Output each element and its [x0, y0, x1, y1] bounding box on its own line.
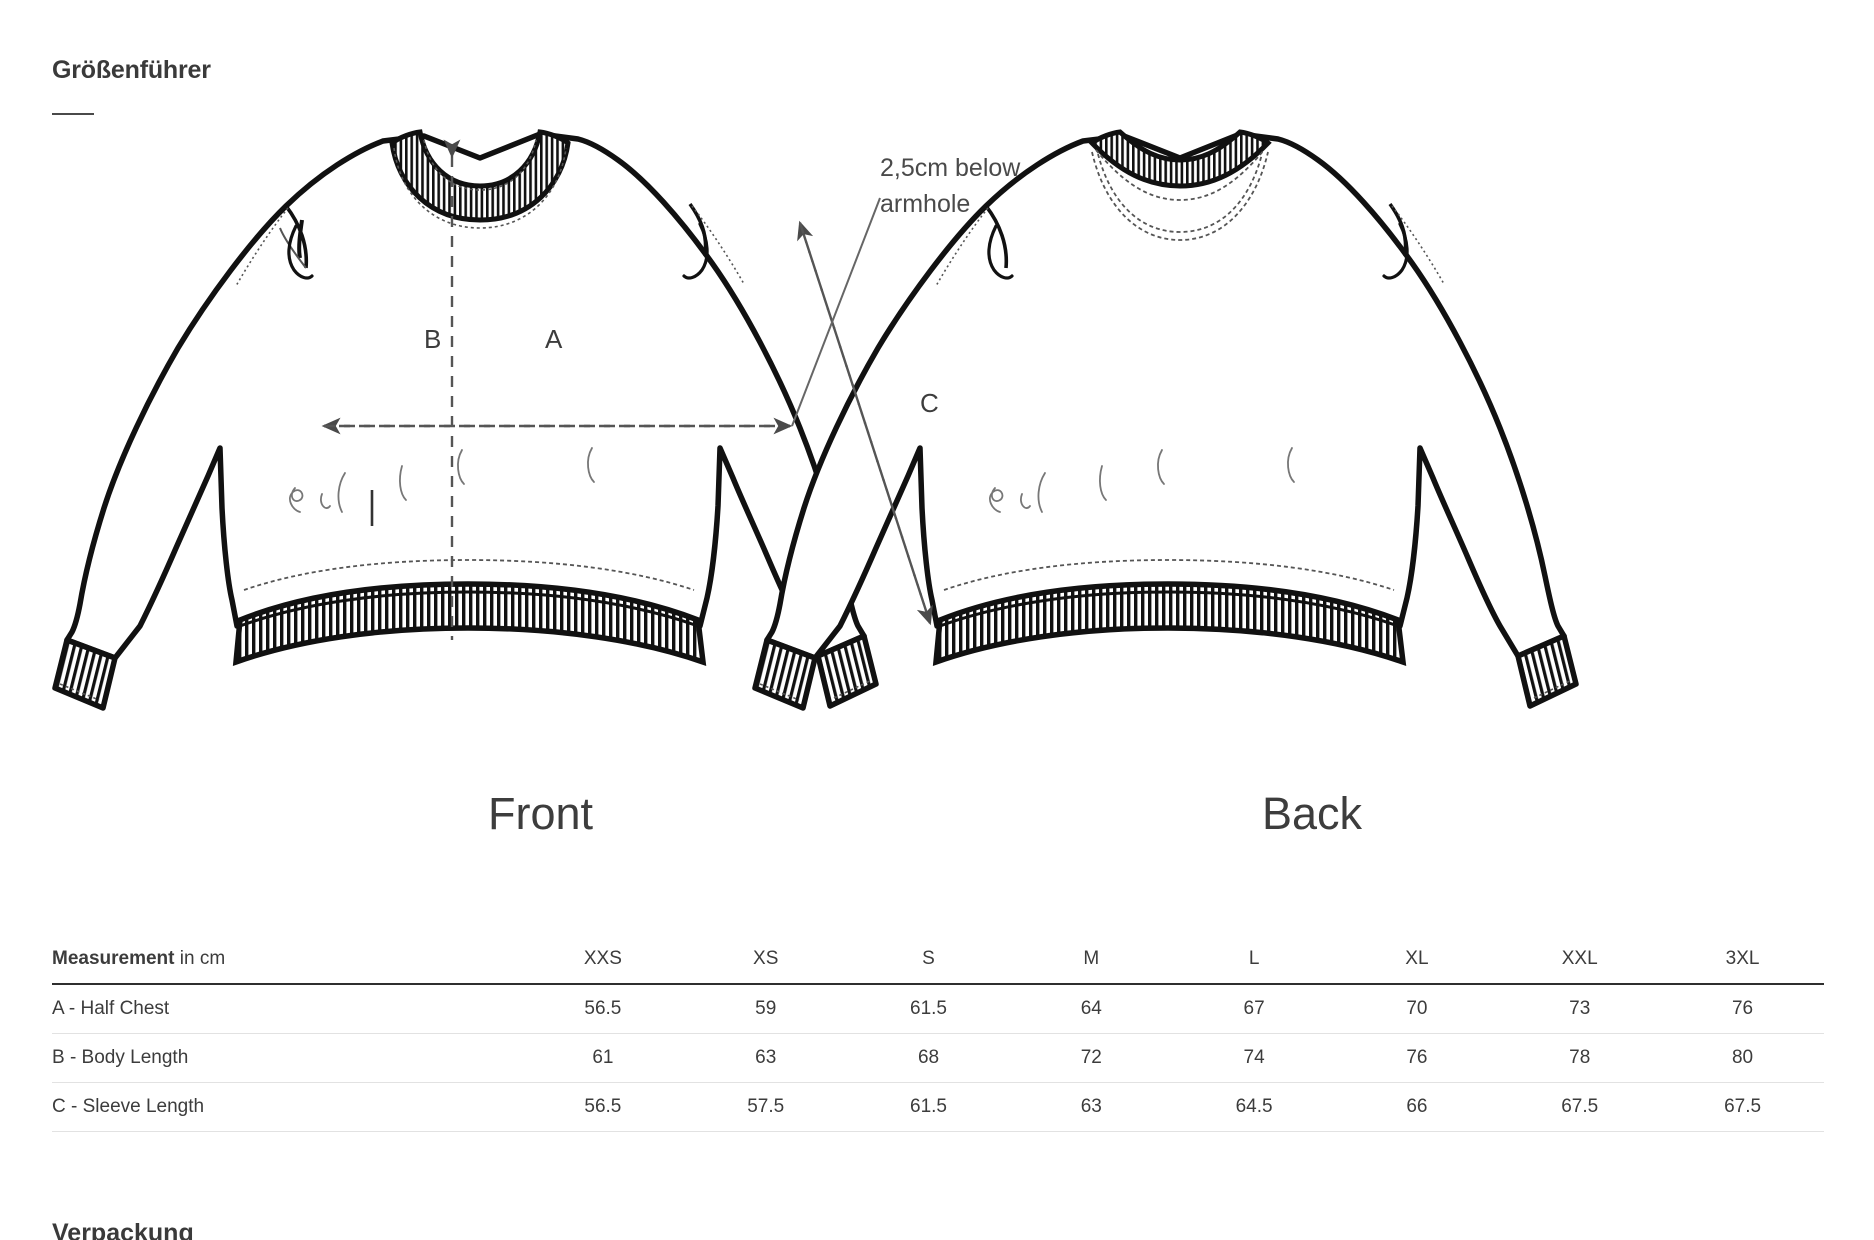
armhole-annotation: 2,5cm below armhole: [880, 150, 1020, 222]
back-right-cuff: [1515, 633, 1579, 709]
back-hem-stitch-details: [989, 447, 1295, 513]
armhole-annotation-leader: [791, 197, 881, 427]
cell-body-length-xs: 63: [755, 1046, 777, 1068]
size-header-s: S: [922, 947, 935, 969]
measurement-header-strong: Measurement: [52, 947, 175, 969]
view-caption-back: Back: [1262, 788, 1363, 839]
size-header-m: M: [1083, 947, 1100, 969]
cell-sleeve-length-3xl: 67.5: [1724, 1095, 1762, 1117]
cell-half-chest-3xl: 76: [1731, 997, 1754, 1019]
dimension-label-a: A: [545, 324, 563, 354]
measurement-header-unit: in cm: [174, 947, 226, 969]
cell-sleeve-length-l: 64.5: [1235, 1095, 1273, 1117]
table-row: A - Half Chest 56.5 59 61.5 64 67 70 73 …: [52, 984, 1824, 1033]
front-right-cuff: [815, 633, 879, 709]
cell-body-length-3xl: 80: [1731, 1046, 1754, 1068]
back-left-armpit: [987, 224, 1014, 280]
cell-body-length-m: 72: [1080, 1046, 1102, 1068]
front-left-armpit: [287, 224, 314, 280]
cell-sleeve-length-xxl: 67.5: [1561, 1095, 1599, 1117]
cell-body-length-xxl: 78: [1569, 1046, 1591, 1068]
front-sweater-figure: [52, 129, 879, 711]
page-title: Größenführer: [52, 56, 211, 84]
size-header-xs: XS: [753, 947, 779, 969]
front-left-shoulder-seam: [284, 204, 309, 269]
size-header-xxl: XXL: [1561, 947, 1598, 969]
cell-half-chest-s: 61.5: [910, 997, 947, 1019]
dimension-label-b: B: [424, 324, 442, 354]
front-hem-stitch-details: [289, 447, 595, 513]
front-left-cuff: [52, 637, 118, 711]
back-sweater-figure: [752, 129, 1579, 711]
cell-half-chest-m: 64: [1080, 997, 1102, 1019]
cell-sleeve-length-xxs: 56.5: [584, 1095, 622, 1117]
garment-illustration: B A C 2,5cm below armhole: [0, 128, 1874, 788]
size-chart-body: A - Half Chest 56.5 59 61.5 64 67 70 73 …: [52, 984, 1824, 1131]
table-row: C - Sleeve Length 56.5 57.5 61.5 63 64.5…: [52, 1082, 1824, 1131]
dimension-label-c: C: [920, 388, 939, 418]
size-chart-header-row: Measurement in cm XXS XS S M L XL XXL 3X…: [52, 944, 1824, 984]
armhole-annotation-line-2: armhole: [880, 190, 971, 218]
armhole-annotation-line-1: 2,5cm below: [880, 154, 1021, 182]
back-right-armpit: [1382, 222, 1409, 280]
front-collar: [389, 129, 571, 229]
size-chart-head: Measurement in cm XXS XS S M L XL XXL 3X…: [52, 944, 1824, 984]
measurement-overlay: [321, 139, 933, 640]
back-left-cuff: [752, 637, 818, 711]
row-label-body-length: B - Body Length: [52, 1046, 189, 1068]
table-row: B - Body Length 61 63 68 72 74 76 78 80: [52, 1033, 1824, 1082]
back-hem-ribbing: [932, 559, 1407, 667]
back-left-shoulder-seam: [984, 204, 1009, 269]
row-label-half-chest: A - Half Chest: [52, 997, 170, 1019]
cell-body-length-s: 68: [917, 1046, 940, 1068]
title-underline-rule: [52, 113, 94, 115]
measurement-column-header: Measurement in cm: [52, 944, 521, 984]
cell-sleeve-length-xl: 66: [1406, 1095, 1428, 1117]
next-section-heading: Verpackung: [52, 1219, 194, 1240]
cell-sleeve-length-m: 63: [1080, 1095, 1102, 1117]
front-right-armpit: [682, 222, 709, 280]
front-hem-band: [232, 581, 707, 667]
cell-sleeve-length-xs: 57.5: [747, 1095, 785, 1117]
cell-half-chest-xl: 70: [1406, 997, 1428, 1019]
size-header-xl: XL: [1405, 947, 1429, 969]
cell-body-length-xl: 76: [1406, 1046, 1428, 1068]
back-collar: [1088, 129, 1272, 241]
cell-body-length-l: 74: [1243, 1046, 1265, 1068]
cell-half-chest-xxs: 56.5: [584, 997, 622, 1019]
cell-body-length-xxs: 61: [592, 1046, 614, 1068]
size-header-l: L: [1248, 947, 1260, 969]
cell-half-chest-xs: 59: [755, 997, 777, 1019]
cell-half-chest-xxl: 73: [1569, 997, 1591, 1019]
back-hem-band: [932, 581, 1407, 667]
front-hem-ribbing: [232, 559, 707, 667]
size-chart-table: Measurement in cm XXS XS S M L XL XXL 3X…: [52, 944, 1824, 1132]
size-header-3xl: 3XL: [1725, 947, 1760, 969]
view-caption-front: Front: [488, 788, 594, 839]
cell-half-chest-l: 67: [1243, 997, 1265, 1019]
cell-sleeve-length-s: 61.5: [910, 1095, 947, 1117]
size-header-xxs: XXS: [583, 947, 622, 969]
row-label-sleeve-length: C - Sleeve Length: [52, 1095, 205, 1117]
